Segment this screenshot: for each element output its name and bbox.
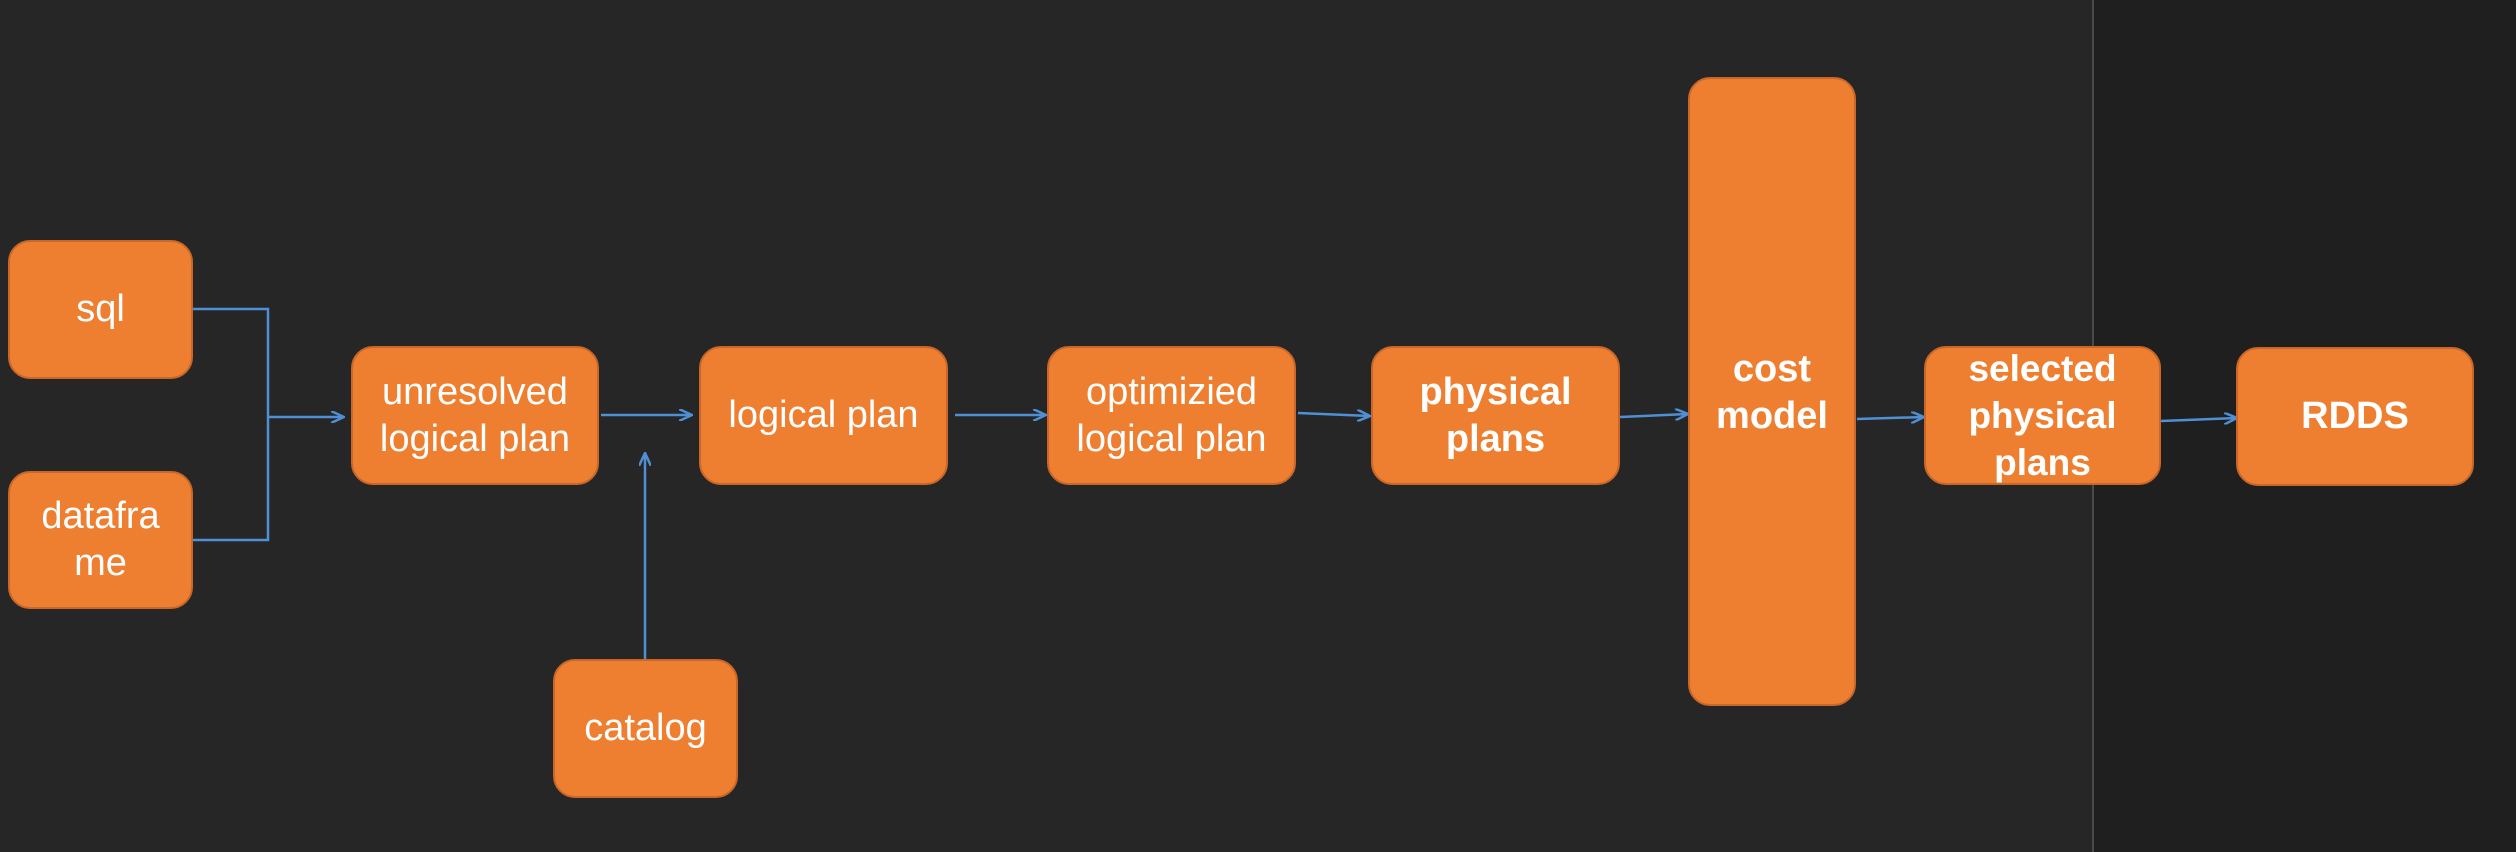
physical-plans-to-cost-model-arrow <box>1619 414 1688 417</box>
logical-plan-label: logical plan <box>728 394 919 436</box>
rdds-node: RDDS <box>2236 347 2474 486</box>
cost-model-to-selected-arrow <box>1856 417 1924 419</box>
physical-plans-node: physical plans <box>1371 346 1620 485</box>
optimized-to-physical-plans-arrow <box>1297 413 1370 416</box>
rdds-label: RDDS <box>2301 395 2409 437</box>
cost-model-node: cost model <box>1688 77 1856 706</box>
dataframe-node: datafra me <box>8 471 193 609</box>
unresolved-logical-plan-node: unresolved logical plan <box>351 346 599 485</box>
optimized-logical-plan-node: optimizied logical plan <box>1047 346 1296 485</box>
sql-node-label: sql <box>76 288 125 330</box>
logical-plan-node: logical plan <box>699 346 948 485</box>
sql-to-merge-connector <box>193 307 270 417</box>
unresolved-logical-plan-label: unresolved logical plan <box>379 370 571 460</box>
cost-model-label: cost model <box>1716 348 1828 437</box>
physical-plans-label: physical plans <box>1419 370 1572 460</box>
selected-physical-plans-node: selected physical plans <box>1924 346 2161 485</box>
sql-node: sql <box>8 240 193 379</box>
selected-to-rdds-arrow <box>2160 418 2237 421</box>
selected-physical-plans-label: selected physical plans <box>1968 348 2117 483</box>
dataframe-node-label: datafra me <box>41 495 160 584</box>
dataframe-to-merge-connector <box>193 417 270 542</box>
catalog-node: catalog <box>553 659 738 798</box>
optimized-logical-plan-label: optimizied logical plan <box>1076 370 1267 460</box>
catalog-node-label: catalog <box>584 707 707 749</box>
